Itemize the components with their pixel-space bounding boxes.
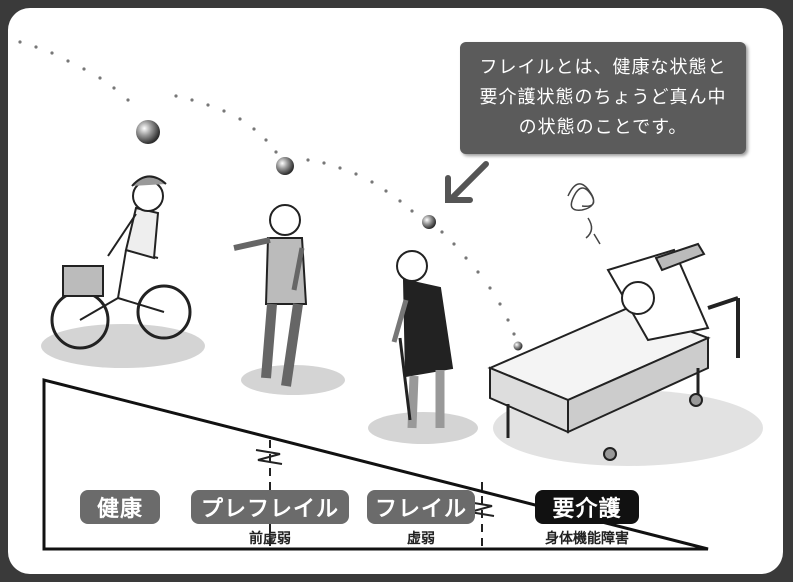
diagram-frame: フレイルとは、健康な状態と 要介護状態のちょうど真ん中 の状態のことです。 健康…	[8, 8, 783, 574]
stage-divider-2	[467, 482, 495, 549]
prefrail-figure	[233, 204, 308, 387]
callout-line-3: の状態のことです。	[518, 117, 688, 138]
ball-large	[136, 120, 160, 144]
confusion-scribble-icon	[567, 183, 601, 245]
shadow-healthy	[41, 324, 205, 368]
stage-label-care: 要介護	[535, 490, 639, 524]
ball-medium	[276, 157, 294, 175]
callout-line-2: 要介護状態のちょうど真ん中	[479, 87, 727, 108]
stage-sub-frail: 虚弱	[407, 531, 435, 547]
hospital-bed	[487, 242, 740, 461]
stage-sub-care: 身体機能障害	[545, 531, 629, 547]
frail-figure	[391, 250, 454, 429]
callout-line-1: フレイルとは、健康な状態と	[479, 57, 727, 78]
scene-illustration	[18, 40, 763, 551]
shadow-frail	[368, 412, 478, 444]
stage-divider-1	[255, 440, 283, 549]
trajectory-dots	[18, 40, 516, 336]
ball-tiny	[513, 341, 523, 351]
stage-sub-prefrail: 前虚弱	[249, 531, 291, 547]
stage-label-prefrail: プレフレイル	[191, 490, 349, 524]
ball-small	[422, 215, 436, 229]
stage-label-frail: フレイル	[367, 490, 475, 524]
pointer-arrow-icon	[445, 161, 489, 203]
explanation-callout: フレイルとは、健康な状態と 要介護状態のちょうど真ん中 の状態のことです。	[460, 42, 746, 154]
stage-label-healthy: 健康	[80, 490, 160, 524]
cyclist-figure	[50, 175, 192, 350]
